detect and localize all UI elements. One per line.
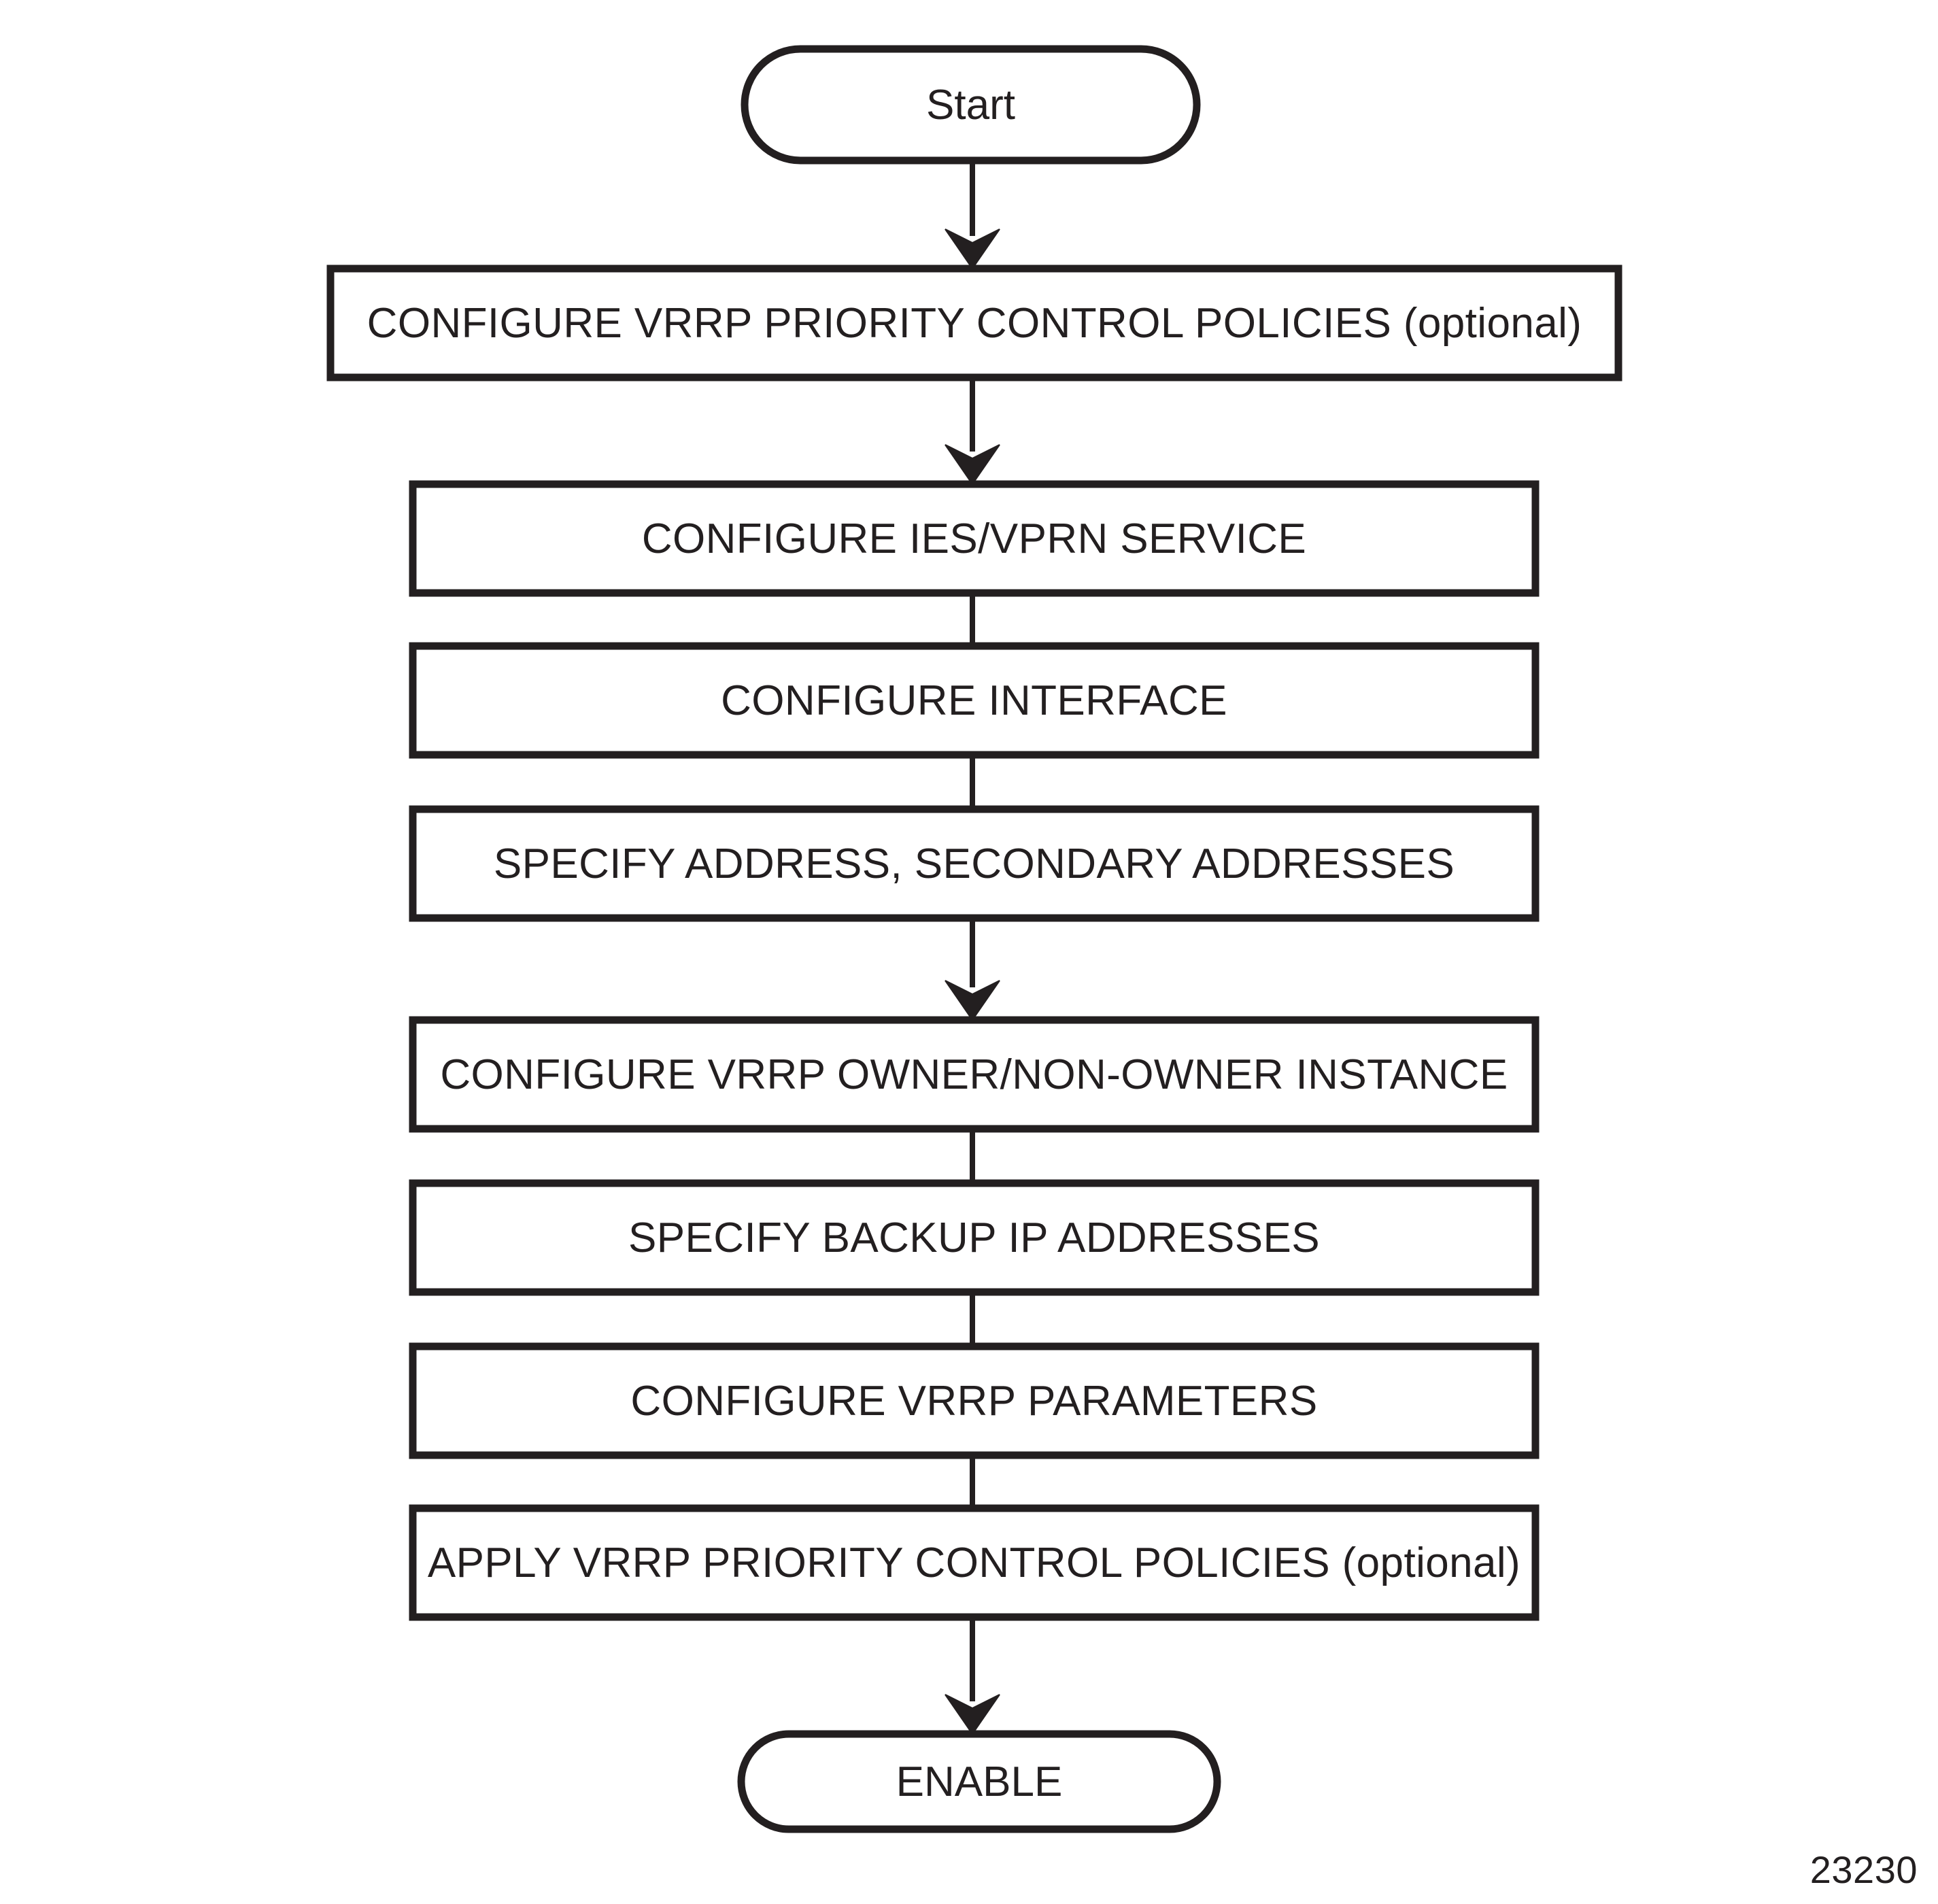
node-shape-layer (326, 45, 1622, 1833)
connector-layer (945, 160, 1000, 1735)
connector-specify-address-secondary-addresses-to-configure-vrrp-owner-non-owner-instance (945, 919, 1000, 1021)
connector-configure-vrrp-priority-control-policies-to-configure-ies-vprn-service (945, 377, 1000, 486)
connector-apply-vrrp-priority-control-policies-to-enable (945, 1618, 1000, 1735)
figure-number: 23230 (1809, 1848, 1918, 1891)
arrowhead (945, 228, 1000, 270)
node-shape-configure-vrrp-parameters[interactable] (409, 1342, 1540, 1459)
node-shape-configure-vrrp-owner-non-owner-instance[interactable] (409, 1016, 1540, 1133)
node-shape-specify-backup-ip-addresses[interactable] (409, 1179, 1540, 1296)
node-shape-specify-address-secondary-addresses[interactable] (409, 805, 1540, 922)
node-shape-enable[interactable] (737, 1730, 1221, 1833)
node-shape-configure-interface[interactable] (409, 642, 1540, 759)
arrowhead (945, 1694, 1000, 1735)
arrowhead (945, 980, 1000, 1021)
node-shape-start[interactable] (741, 45, 1201, 165)
node-shape-configure-ies-vprn-service[interactable] (409, 480, 1540, 597)
connector-start-to-configure-vrrp-priority-control-policies (945, 160, 1000, 270)
node-shape-apply-vrrp-priority-control-policies[interactable] (409, 1504, 1540, 1621)
node-shape-configure-vrrp-priority-control-policies[interactable] (326, 265, 1622, 381)
arrowhead (945, 444, 1000, 486)
